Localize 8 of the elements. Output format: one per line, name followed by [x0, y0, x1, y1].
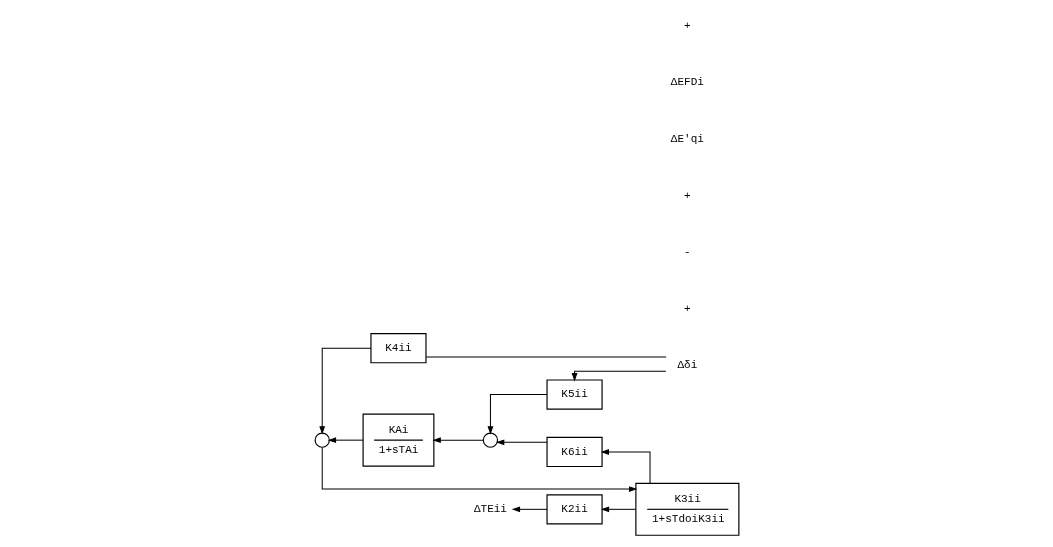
label: ΔEFDi: [670, 76, 704, 89]
node-text: ΔTEii: [473, 503, 507, 516]
label: -: [683, 246, 691, 259]
node-text: Δδi: [676, 359, 697, 372]
label: +: [683, 189, 691, 202]
label: +: [683, 19, 691, 32]
label: ΔE'qi: [670, 132, 704, 145]
label: +: [683, 302, 691, 315]
